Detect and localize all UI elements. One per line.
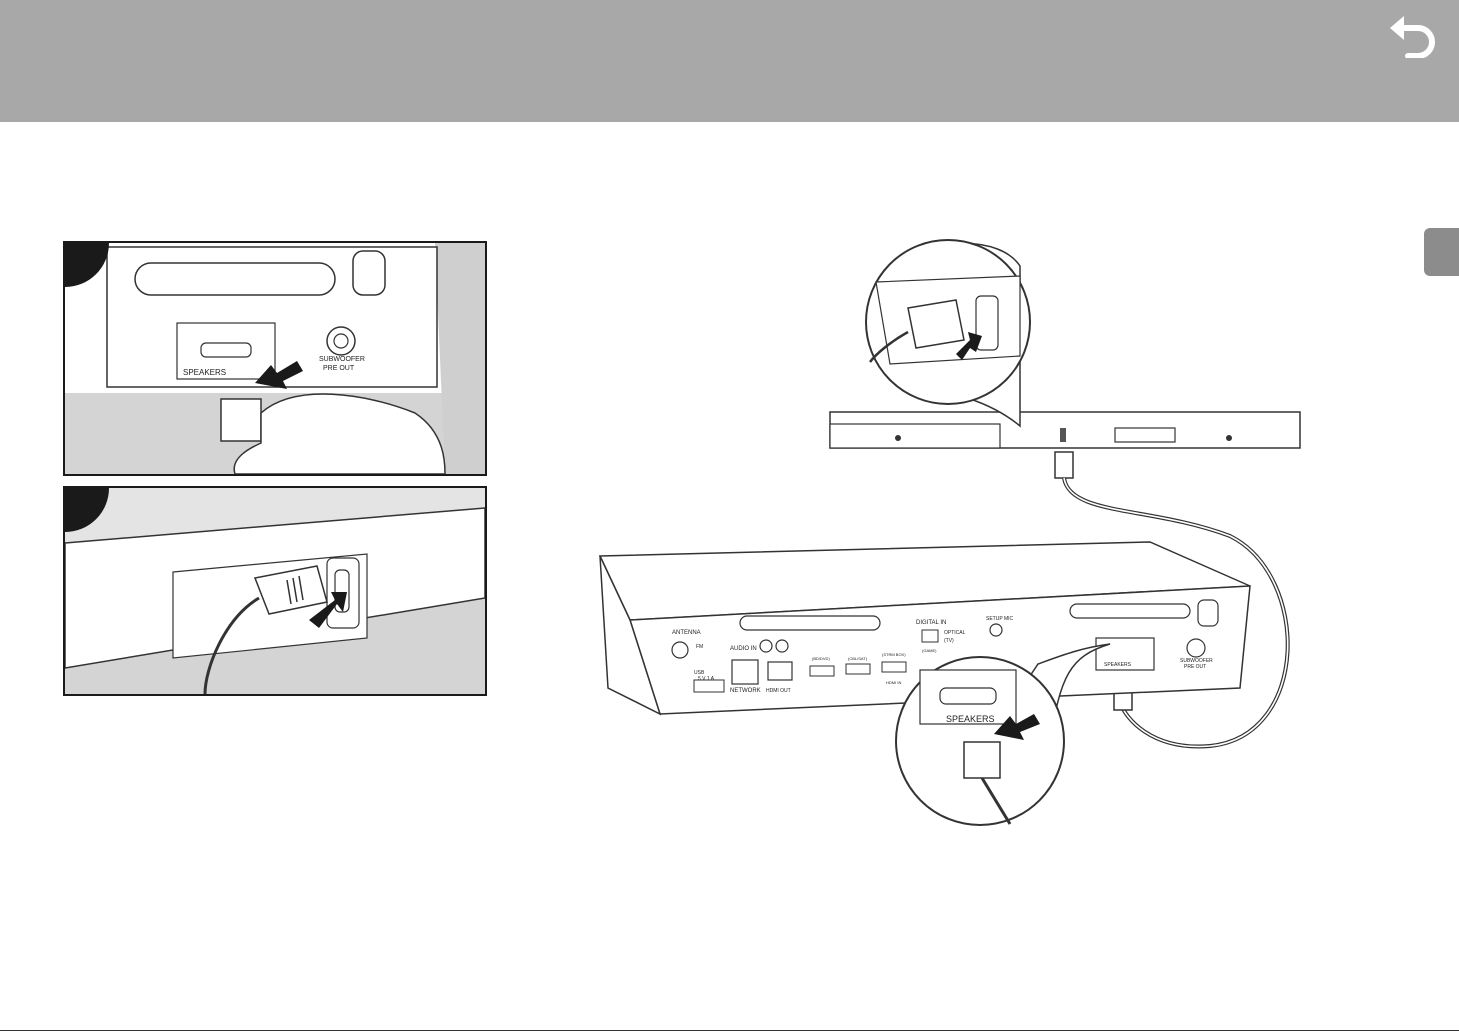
header-bar [0,0,1459,122]
zoom-speakers-label: SPEAKERS [946,714,995,724]
tv-label: (TV) [944,638,954,644]
hdmi-out-label: HDMI OUT [766,688,791,694]
optical-label: OPTICAL [944,630,966,636]
step-2-illustration [65,488,485,694]
section-tab[interactable] [1424,228,1459,276]
bd-dvd-label: (BD/DVD) [812,656,830,661]
rear-speakers-label: SPEAKERS [1104,662,1132,668]
digital-in-label: DIGITAL IN [916,620,946,626]
network-label: NETWORK [730,688,761,694]
subwoofer-label: SUBWOOFER [319,356,365,363]
game-label: (GAME) [922,648,937,653]
cbl-sat-label: (CBL/SAT) [848,656,868,661]
rear-preout-label: PRE OUT [1184,664,1206,670]
preout-label: PRE OUT [323,365,355,372]
return-arrow-icon[interactable] [1386,14,1438,58]
connection-diagram: ANTENNA FM USB 5 V 1 A AUDIO IN NETWORK … [590,236,1320,831]
step-1-panel: SPEAKERS SUBWOOFER PRE OUT [63,241,487,476]
antenna-label: ANTENNA [672,630,701,636]
step-1-illustration: SPEAKERS SUBWOOFER PRE OUT [65,243,485,474]
setup-mic-label: SETUP MIC [986,616,1014,622]
speakers-label: SPEAKERS [183,368,226,377]
hdmi-in-label: HDMI IN [886,680,901,685]
audio-in-label: AUDIO IN [730,646,757,652]
page-bottom-rule [0,1030,1459,1031]
strm-box-label: (STRM BOX) [882,652,906,657]
fm-label: FM [696,644,703,650]
step-2-panel [63,486,487,696]
